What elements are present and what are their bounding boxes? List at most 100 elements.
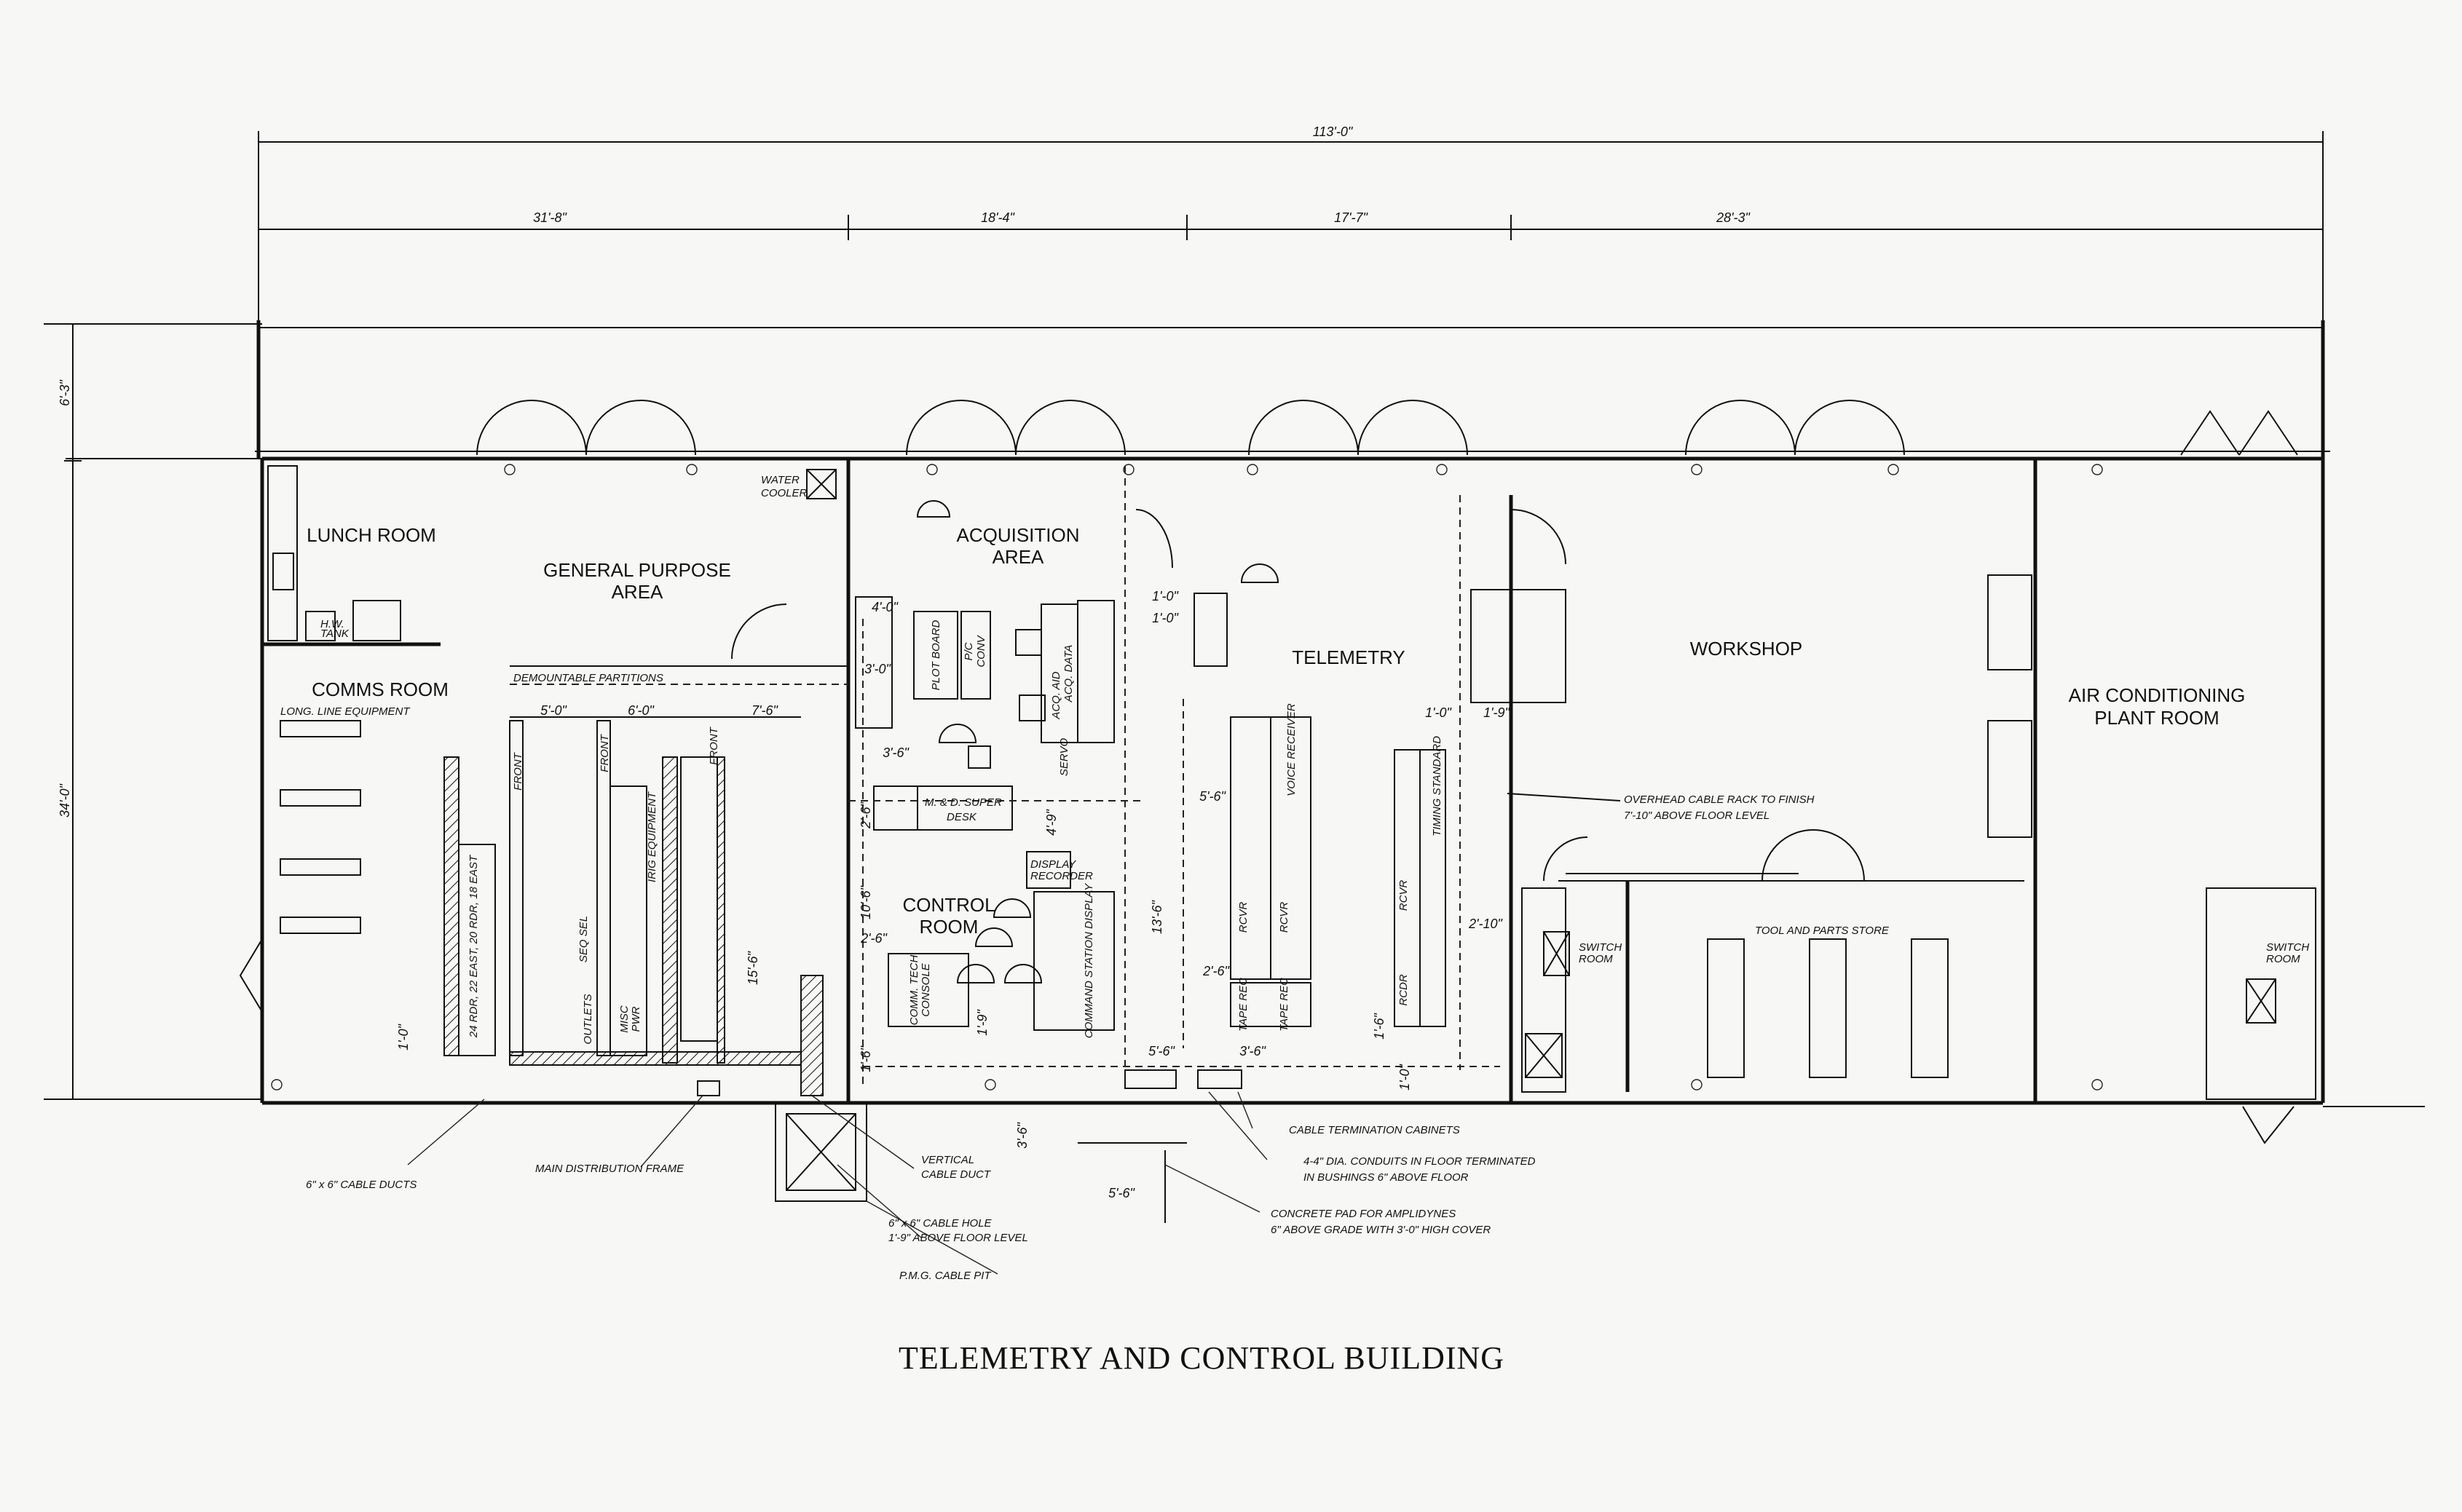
- label-tool-store: TOOL AND PARTS STORE: [1755, 925, 1890, 937]
- label-front-3: FRONT: [708, 726, 720, 764]
- dim-depth: 34'-0": [58, 783, 72, 817]
- label-display-rec-1: DISPLAY: [1030, 858, 1076, 871]
- label-m-ed-desk-1: M. & D. SUPER: [925, 796, 1002, 809]
- label-demountable: DEMOUNTABLE PARTITIONS: [513, 672, 663, 684]
- callout-cable-ducts: 6" x 6" CABLE DUCTS: [306, 1179, 417, 1191]
- label-rcvr-1: RCVR: [1237, 902, 1250, 933]
- dim-3-6c: 3'-6": [1015, 1121, 1030, 1148]
- dim-7-6: 7'-6": [751, 703, 778, 718]
- room-control-2: ROOM: [920, 916, 979, 938]
- label-acq-aid: ACQ. AID: [1050, 671, 1062, 719]
- dim-overall: 113'-0": [1313, 124, 1354, 139]
- leader-lines: [407, 1091, 1268, 1275]
- label-acq-data: ACQ. DATA: [1062, 645, 1075, 703]
- label-switch-room-3: SWITCH: [2266, 941, 2309, 954]
- label-overhead-cable-1: OVERHEAD CABLE RACK TO FINISH: [1624, 793, 1815, 806]
- room-general-purpose-1: GENERAL PURPOSE: [543, 559, 731, 581]
- dim-5-0: 5'-0": [540, 703, 567, 718]
- dim-bay3: 17'-7": [1334, 210, 1368, 225]
- callout-conduits-2: IN BUSHINGS 6" ABOVE FLOOR: [1303, 1171, 1469, 1184]
- callout-cable-pit: P.M.G. CABLE PIT: [899, 1270, 992, 1282]
- label-irig: IRIG EQUIPMENT: [646, 791, 658, 882]
- callout-main-dist: MAIN DISTRIBUTION FRAME: [535, 1163, 684, 1175]
- dim-13-6: 13'-6": [1150, 899, 1164, 933]
- telemetry-racks: [1183, 495, 1621, 1070]
- room-telemetry: TELEMETRY: [1292, 646, 1405, 668]
- label-outlets: OUTLETS: [582, 994, 594, 1044]
- callout-vert-duct-1: VERTICAL: [921, 1154, 974, 1166]
- label-pwr: PWR: [630, 1006, 642, 1032]
- label-tape-rec-2: TAPE REC: [1278, 978, 1290, 1032]
- dim-1-0e: 1'-0": [1397, 1063, 1412, 1090]
- label-switch-room-4: ROOM: [2266, 953, 2300, 965]
- dim-15-6: 15'-6": [746, 950, 760, 984]
- label-rcvr-2: RCVR: [1278, 902, 1290, 933]
- control-room-consoles: [848, 466, 1500, 1088]
- label-rack-text: 24 RDR, 22 EAST, 20 RDR, 18 EAST: [467, 854, 480, 1038]
- label-water-cooler-1: WATER: [761, 474, 800, 486]
- dim-1-0b: 1'-0": [1152, 589, 1179, 603]
- room-acquisition-1: ACQUISITION: [956, 524, 1079, 546]
- label-front-2: FRONT: [599, 733, 611, 772]
- dim-1-9: 1'-9": [975, 1008, 990, 1035]
- label-switch-room-1: SWITCH: [1579, 941, 1622, 954]
- dim-2-6b: 2'-6": [860, 931, 888, 946]
- cable-pit: [775, 1069, 1242, 1223]
- dim-2-10: 2'-10": [1468, 917, 1503, 931]
- label-misc: MISC: [618, 1005, 631, 1033]
- room-lunch: LUNCH ROOM: [307, 524, 436, 546]
- exterior-walls: [255, 451, 2330, 1105]
- room-comms: COMMS ROOM: [312, 678, 449, 700]
- dim-1-0a: 1'-0": [396, 1023, 411, 1050]
- dim-6-0: 6'-0": [628, 703, 655, 718]
- room-acquisition-2: AREA: [993, 546, 1044, 568]
- workshop-benches: [1521, 574, 2032, 1093]
- dim-3-6b: 3'-6": [1239, 1044, 1266, 1058]
- callout-term-cab: CABLE TERMINATION CABINETS: [1289, 1124, 1460, 1136]
- label-comm-tech-2: CONSOLE: [920, 962, 932, 1016]
- label-pc-conv-2: CONV: [975, 634, 987, 667]
- callout-pad-2: 6" ABOVE GRADE WITH 3'-0" HIGH COVER: [1271, 1224, 1491, 1236]
- label-overhead-cable-2: 7'-10" ABOVE FLOOR LEVEL: [1624, 810, 1769, 822]
- label-long-line: LONG. LINE EQUIPMENT: [280, 705, 411, 718]
- label-m-ed-desk-2: DESK: [947, 811, 977, 823]
- label-rcdr: RCDR: [1397, 974, 1410, 1005]
- dim-1-6: 1'-6": [859, 1045, 873, 1072]
- label-plot-board: PLOT BOARD: [930, 620, 942, 690]
- dim-1-9b: 1'-9": [1483, 705, 1510, 720]
- label-water-cooler-2: COOLER: [761, 487, 808, 499]
- callout-cable-hole-2: 1'-9" ABOVE FLOOR LEVEL: [888, 1232, 1028, 1244]
- label-voice-receiver: VOICE RECEIVER: [1285, 703, 1298, 796]
- label-front-1: FRONT: [512, 751, 524, 790]
- door-swings: [239, 400, 2298, 1144]
- dim-2-6a: 2'-6": [859, 801, 873, 828]
- label-command-station: COMMAND STATION DISPLAY: [1083, 883, 1095, 1039]
- ac-plant-equipment: [2206, 887, 2316, 1100]
- dim-canopy: 6'-3": [58, 379, 72, 405]
- label-seq-sel: SEQ SEL: [577, 916, 590, 962]
- lunch-room-fixtures: [267, 465, 837, 641]
- dim-10-6: 10'-6": [859, 884, 873, 919]
- label-pc-conv-1: P/C: [963, 642, 975, 660]
- label-switch-room-2: ROOM: [1579, 953, 1613, 965]
- label-timing: TIMING STANDARD: [1431, 736, 1443, 836]
- callout-cable-hole-1: 6" x 6" CABLE HOLE: [888, 1217, 993, 1230]
- dim-5-6c: 5'-6": [1108, 1186, 1135, 1200]
- dim-5-6b: 5'-6": [1148, 1044, 1175, 1058]
- room-workshop: WORKSHOP: [1690, 638, 1803, 660]
- dim-2-6c: 2'-6": [1202, 964, 1230, 978]
- room-control-1: CONTROL: [902, 894, 995, 916]
- label-hw-tank-2: TANK: [320, 628, 350, 640]
- label-hw-tank-1: H.W.: [320, 618, 344, 630]
- label-comm-tech-1: COMM. TECH: [908, 955, 920, 1026]
- label-rcvr-3: RCVR: [1397, 880, 1410, 911]
- label-display-rec-2: RECORDER: [1030, 870, 1093, 882]
- dim-3-0: 3'-0": [864, 662, 891, 676]
- column-markers: [271, 464, 2103, 1091]
- room-general-purpose-2: AREA: [612, 581, 663, 603]
- dim-4-9: 4'-9": [1044, 808, 1059, 835]
- room-ac-1: AIR CONDITIONING: [2069, 684, 2246, 706]
- comms-racks: [280, 716, 824, 1096]
